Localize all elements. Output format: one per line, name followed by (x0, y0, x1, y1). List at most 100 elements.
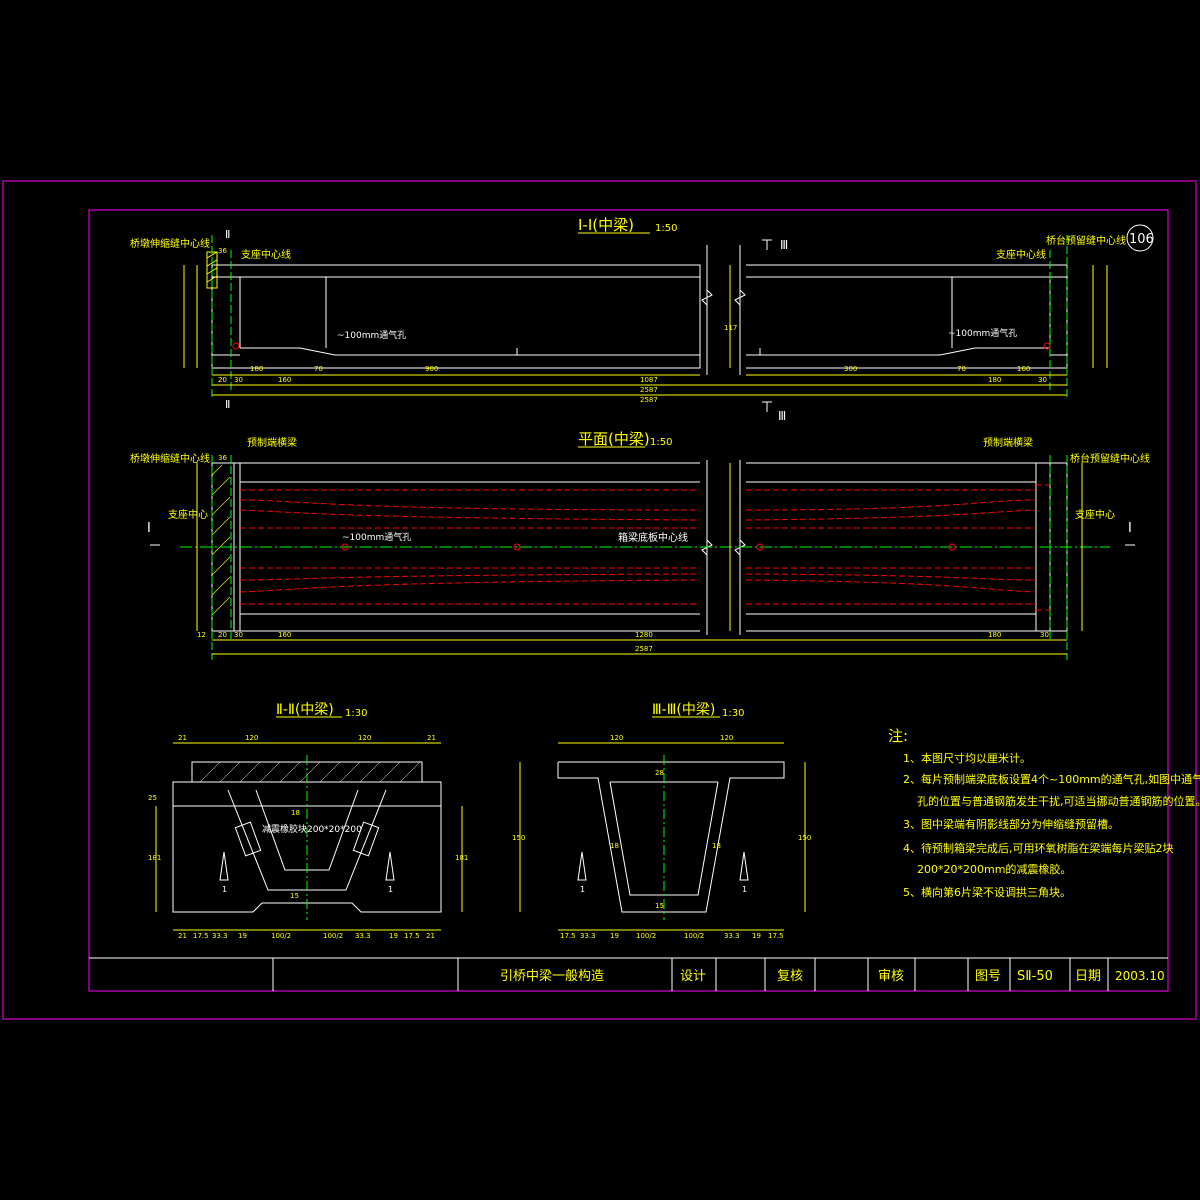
plan-dim-30-left: 30 (234, 631, 243, 639)
s3-b-33-l: 33.3 (580, 932, 596, 940)
s3-b-17-l: 17.5 (560, 932, 576, 940)
cut-1-right-b: 1 (742, 885, 747, 894)
section-1-1-elevation: Ⅰ-Ⅰ(中梁) 1:50 (130, 216, 1154, 423)
s2-dim-181-l: 181 (148, 854, 161, 862)
s2-b-17-r: 17.5 (404, 932, 420, 940)
s2-dim-21-left: 21 (178, 734, 187, 742)
note-2: 2、每片预制端梁底板设置4个~100mm的通气孔,如图中通气 (903, 773, 1200, 786)
sec-mark-II-top: Ⅱ (225, 228, 230, 241)
dim-300: 300 (844, 365, 857, 373)
section-1-title: Ⅰ-Ⅰ(中梁) (578, 216, 634, 234)
note-2-cont: 孔的位置与普通钢筋发生干扰,可适当挪动普通钢筋的位置。 (917, 795, 1200, 808)
dim-900: 900 (425, 365, 438, 373)
vent-label-left: ~100mm通气孔 (337, 329, 406, 341)
section-3-title: Ⅲ-Ⅲ(中梁) (652, 702, 715, 718)
dim-70-left: 70 (314, 365, 323, 373)
section-2-2: Ⅱ-Ⅱ(中梁) 1:30 1 1 21 120 120 (148, 702, 468, 940)
callout-number: 106 (1129, 232, 1154, 247)
notes-heading: 注: (888, 727, 909, 745)
dim-30-right: 30 (1038, 376, 1047, 384)
abut-joint-label-2: 桥台预留缝中心线 (1070, 452, 1150, 465)
s2-b-17-l: 17.5 (193, 932, 209, 940)
sec-mark-III-bottom: Ⅲ (778, 409, 786, 423)
note-5: 5、横向第6片梁不设调拱三角块。 (903, 886, 1071, 899)
dim-1087: 1087 (640, 376, 658, 384)
section-3-scale: 1:30 (722, 708, 744, 719)
drawing-no-label: 图号 (975, 969, 1001, 984)
dim-20-left: 20 (218, 376, 227, 384)
sec-mark-II-bottom: Ⅱ (225, 398, 230, 411)
s3-dim-150-l: 150 (512, 834, 525, 842)
plan-scale: 1:50 (650, 437, 672, 448)
pier-joint-label-2: 桥墩伸缩缝中心线 (130, 452, 210, 465)
plan-dim-12: 12 (197, 631, 206, 639)
outer-frame (2, 180, 1197, 1020)
s2-dim-25: 25 (148, 794, 157, 802)
s2-dim-18: 18 (291, 809, 300, 817)
s2-b-21-r: 21 (426, 932, 435, 940)
plan-dim-30-right: 30 (1040, 631, 1049, 639)
s3-dim-120-right: 120 (720, 734, 733, 742)
dim-2587-b: 2587 (640, 396, 658, 404)
s2-dim-15: 15 (290, 892, 299, 900)
pier-joint-label-1: 桥墩伸缩缝中心线 (130, 237, 210, 250)
review-label: 审核 (878, 969, 904, 984)
sec-mark-I-left: Ⅰ (147, 521, 151, 536)
s2-b-21-l: 21 (178, 932, 187, 940)
box-center-label: 箱梁底板中心线 (618, 531, 688, 544)
plan-vent-label: ~100mm通气孔 (342, 531, 411, 543)
section-2-scale: 1:30 (345, 708, 367, 719)
note-1: 1、本图尺寸均以厘米计。 (903, 752, 1031, 765)
cut-1-right-a: 1 (388, 885, 393, 894)
s2-b-100-r: 100/2 (323, 932, 343, 940)
section-3-3: Ⅲ-Ⅲ(中梁) 1:30 1 1 120 120 17.5 33.3 19 10… (512, 702, 811, 940)
check-label: 复核 (777, 969, 803, 984)
plan-view: 平面(中梁) 1:50 (130, 430, 1150, 660)
dim-2587-a: 2587 (640, 386, 658, 394)
s3-dim-28: 28 (655, 769, 664, 777)
dim-180-right: 180 (988, 376, 1001, 384)
s2-b-19-r: 19 (389, 932, 398, 940)
date-label: 日期 (1075, 969, 1101, 984)
s3-b-17-r: 17.5 (768, 932, 784, 940)
section-1-scale: 1:50 (655, 223, 677, 234)
callout-circle (1126, 224, 1154, 252)
s3-dim-120-left: 120 (610, 734, 623, 742)
cut-1-left-b: 1 (580, 885, 585, 894)
dim-180-left: 180 (250, 365, 263, 373)
s3-dim-18-r: 18 (712, 842, 721, 850)
bearing-center-right: 支座中心 (1075, 508, 1115, 521)
s2-b-100-l: 100/2 (271, 932, 291, 940)
s3-dim-150-r: 150 (798, 834, 811, 842)
drawing-title: 引桥中梁一般构造 (500, 968, 604, 984)
s3-b-19-r: 19 (752, 932, 761, 940)
dim-160-right: 160 (1017, 365, 1030, 373)
dim-117: 117 (724, 324, 737, 332)
dim-36: 36 (218, 247, 227, 255)
prefab-diaphragm-right: 预制端横梁 (983, 436, 1033, 449)
dim-30-left: 30 (234, 376, 243, 384)
vent-label-right: ~100mm通气孔 (948, 327, 1017, 339)
bearing-line-left: 支座中心线 (241, 248, 291, 261)
cut-1-left-a: 1 (222, 885, 227, 894)
s2-dim-120-right: 120 (358, 734, 371, 742)
s3-b-19-l: 19 (610, 932, 619, 940)
plan-dim-20: 20 (218, 631, 227, 639)
s3-dim-18-l: 18 (610, 842, 619, 850)
section-2-title: Ⅱ-Ⅱ(中梁) (276, 702, 334, 718)
s3-b-100-r: 100/2 (684, 932, 704, 940)
bearing-center-left: 支座中心 (168, 508, 208, 521)
s2-dim-181-r: 181 (455, 854, 468, 862)
bearing-line-right: 支座中心线 (996, 248, 1046, 261)
note-4-cont: 200*20*200mm的减震橡胶。 (917, 863, 1072, 876)
s2-b-33-l: 33.3 (212, 932, 228, 940)
note-4: 4、待预制箱梁完成后,可用环氧树脂在梁端每片梁贴2块 (903, 842, 1174, 855)
s2-b-19-l: 19 (238, 932, 247, 940)
prefab-diaphragm-left: 预制端横梁 (247, 436, 297, 449)
plan-dim-2587: 2587 (635, 645, 653, 653)
inner-frame (88, 209, 1169, 992)
damper-label: 减震橡胶块200*20*200 (262, 823, 362, 835)
drawing-no: SⅡ-50 (1017, 969, 1053, 984)
sec-mark-I-right: Ⅰ (1128, 521, 1132, 536)
